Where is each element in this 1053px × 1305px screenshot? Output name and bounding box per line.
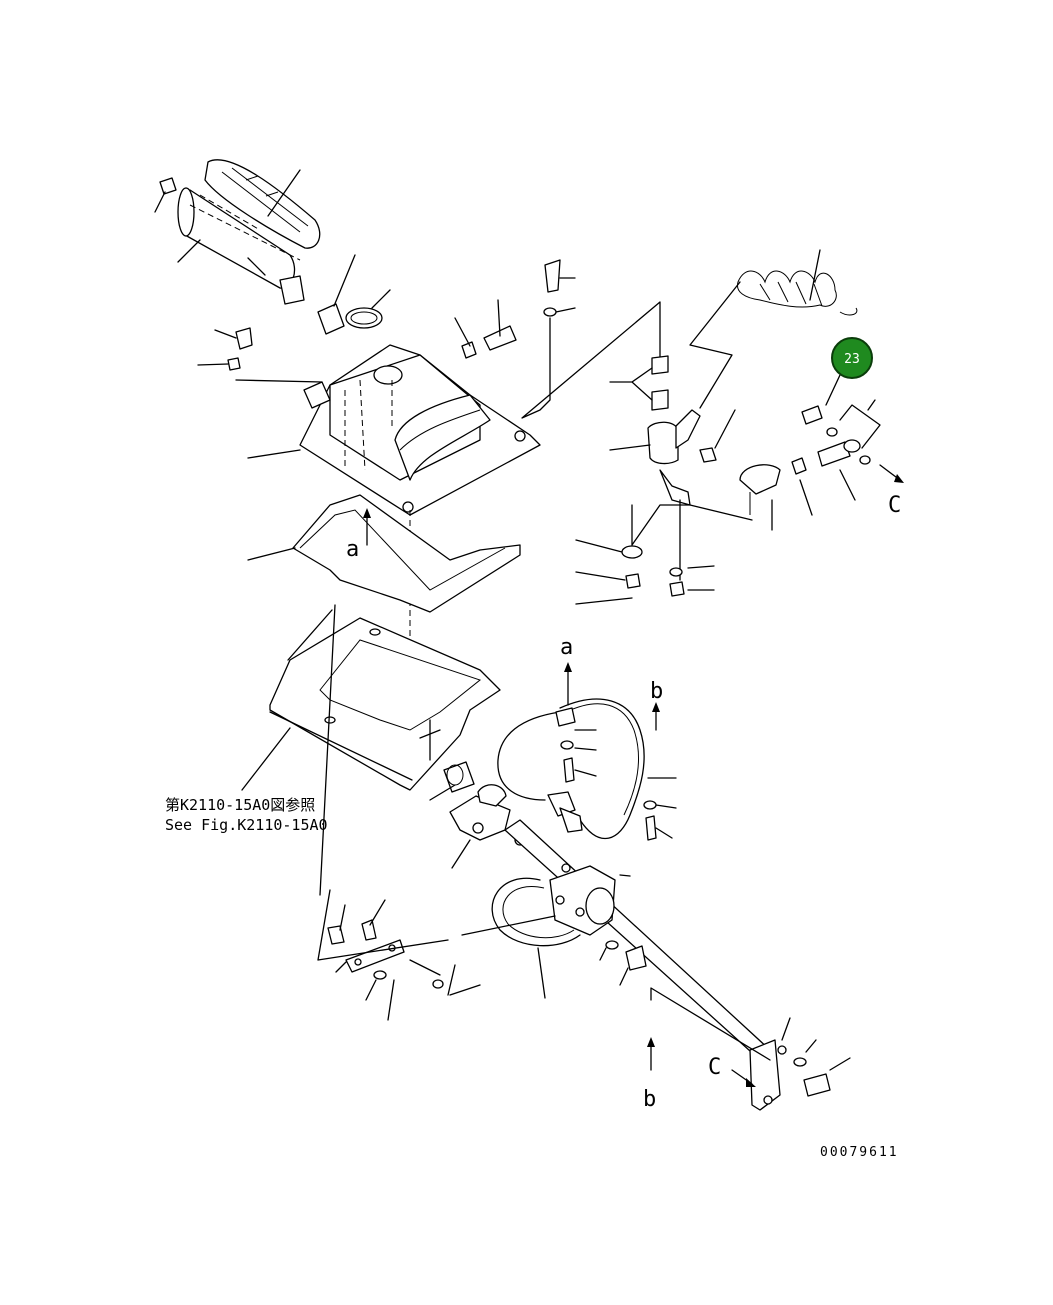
gasket-lower-plate (241, 609, 501, 791)
drawing-number: 00079611 (820, 1145, 899, 1160)
arrow-label-a-lower: a (560, 635, 573, 660)
return-spring (689, 249, 858, 409)
callout-number[interactable]: 23 (844, 352, 860, 367)
harness-cable (497, 698, 677, 841)
bushing-parts (317, 254, 391, 335)
callout-circle[interactable] (831, 337, 873, 379)
figure-reference-en: See Fig.K2110-15A0 (165, 816, 328, 834)
arrow-label-b-lower: b (643, 1087, 656, 1112)
gasket-upper (247, 494, 521, 613)
arrow-label-a-upper: a (346, 537, 359, 562)
arrow-c-lower (731, 1069, 756, 1087)
leader-lines-grip (154, 169, 301, 276)
bushings-right (609, 355, 669, 411)
rod-end-balljoint (739, 374, 904, 531)
arrow-label-c-right: C (888, 493, 901, 518)
arrow-a-lower (564, 662, 572, 706)
lever-arm-right (609, 409, 753, 581)
arrow-a-upper (363, 508, 371, 546)
limit-switch-unit (461, 863, 647, 986)
plate-bolts-lower (317, 604, 481, 1021)
arrow-b-lower (647, 987, 771, 1071)
control-rod-long (504, 819, 851, 1111)
figure-reference-jp: 第K2110-15A0図参照 (165, 796, 315, 814)
lever-grip (159, 159, 321, 305)
bushing-lower (419, 719, 475, 801)
arrow-label-c-lower: C (708, 1055, 721, 1080)
arrow-b-upper (652, 702, 660, 731)
arrow-label-b-upper: b (650, 679, 663, 704)
lever-box-cover (247, 344, 541, 720)
bolt-nut-middle (454, 259, 661, 419)
bolt-washer-left (197, 327, 323, 383)
wire-loop (491, 877, 581, 999)
washers-nuts-right (575, 539, 715, 605)
callout-badge-23[interactable]: 23 (831, 337, 873, 379)
